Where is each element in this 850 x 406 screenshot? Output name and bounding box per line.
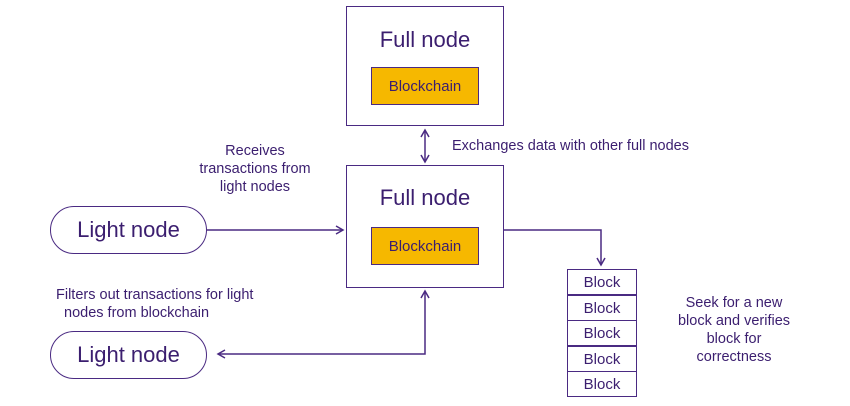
light-node-top: Light node [50,206,207,254]
block-4: Block [567,346,637,372]
top-full-node-title: Full node [379,27,471,52]
seek-label: Seek for a new block and verifies block … [664,294,804,366]
filters-label-line2: nodes from blockchain [64,305,210,321]
exchanges-label: Exchanges data with other full nodes [452,138,689,154]
block-2: Block [567,295,637,321]
seek-label-line4: correctness [696,349,772,365]
seek-label-line2: block and verifies [677,313,791,329]
receives-label-line3: light nodes [219,179,291,195]
seek-label-line1: Seek for a new [685,295,783,311]
block-1: Block [567,269,637,295]
receives-label-line1: Receives [225,143,285,159]
filters-label: Filters out transactions for light nodes… [56,286,253,322]
block-3: Block [567,320,637,346]
receives-label-line2: transactions from [199,161,311,177]
main-full-node-title: Full node [379,185,471,210]
main-blockchain: Blockchain [371,227,479,265]
seek-label-line3: block for [706,331,762,347]
full-to-light-arrow [216,289,430,359]
top-full-node: Full node Blockchain [346,6,504,126]
receives-label: Receives transactions from light nodes [180,142,330,196]
full-to-blocks-arrow [504,229,606,267]
main-full-node: Full node Blockchain [346,165,504,288]
light-node-bottom: Light node [50,331,207,379]
top-blockchain: Blockchain [371,67,479,105]
filters-label-line1: Filters out transactions for light [56,287,254,303]
block-5: Block [567,371,637,397]
